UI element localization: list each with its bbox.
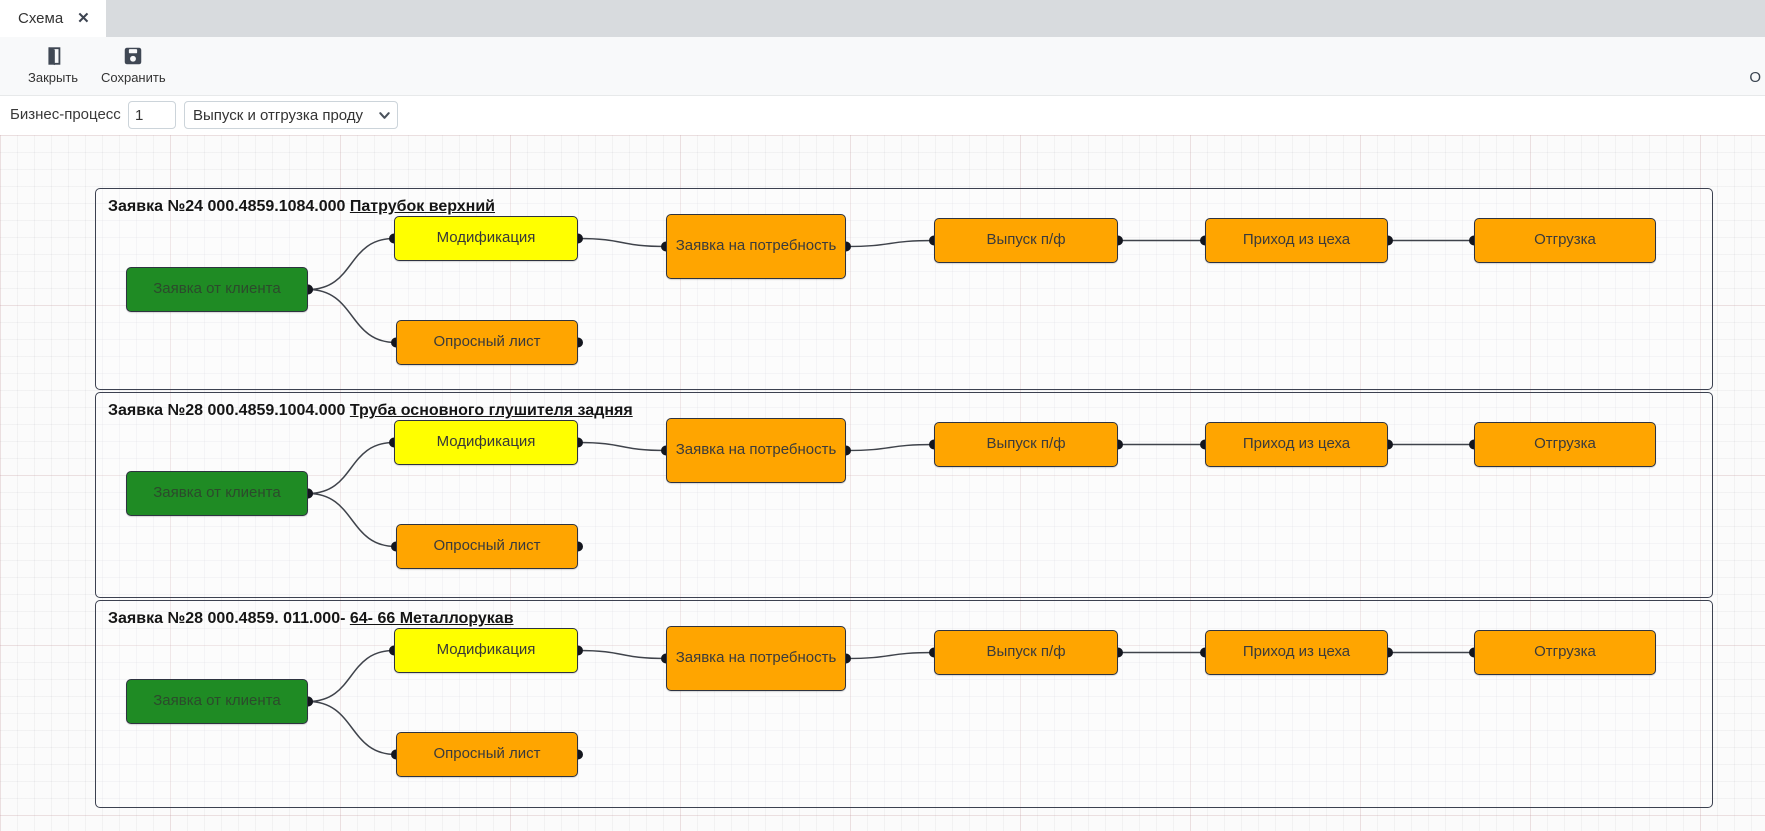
edges-layer — [303, 437, 1479, 552]
group-title: Заявка №28 000.4859. 011.000- 64- 66 Мет… — [108, 610, 514, 628]
node-survey[interactable]: Опросный лист — [396, 732, 578, 777]
edge-connector — [845, 443, 935, 452]
edge-connector — [307, 649, 395, 703]
save-button[interactable]: Сохранить — [95, 43, 172, 87]
save-button-label: Сохранить — [101, 70, 166, 85]
edge-connector — [577, 441, 667, 452]
process-group: Заявка №24 000.4859.1084.000 Патрубок ве… — [95, 188, 1713, 390]
group-title-prefix: Заявка №24 000.4859.1084.000 — [108, 198, 350, 215]
node-client[interactable]: Заявка от клиента — [126, 267, 308, 312]
group-title-prefix: Заявка №28 000.4859. 011.000- — [108, 610, 350, 627]
tab-schema-label: Схема — [18, 10, 64, 27]
node-arrival[interactable]: Приход из цеха — [1205, 422, 1388, 467]
toolbar: Закрыть Сохранить О — [0, 37, 1765, 96]
edge-connector — [577, 649, 667, 660]
node-modification[interactable]: Модификация — [394, 420, 578, 465]
group-title-product: 64- 66 Металлорукав — [349, 610, 514, 627]
group-title-prefix: Заявка №28 000.4859.1004.000 — [108, 402, 350, 419]
process-select-value: Выпуск и отгрузка проду — [193, 106, 364, 124]
node-survey[interactable]: Опросный лист — [396, 320, 578, 365]
node-release[interactable]: Выпуск п/ф — [934, 218, 1118, 263]
door-close-icon — [42, 45, 64, 67]
node-need[interactable]: Заявка на потребность — [666, 214, 846, 279]
edges-layer — [303, 645, 1479, 760]
group-title-product: Патрубок верхний — [349, 198, 496, 215]
node-client[interactable]: Заявка от клиента — [126, 471, 308, 516]
process-group: Заявка №28 000.4859.1004.000 Труба основ… — [95, 392, 1713, 598]
node-release[interactable]: Выпуск п/ф — [934, 630, 1118, 675]
toolbar-right-clipped-text: О — [1749, 69, 1761, 86]
node-release[interactable]: Выпуск п/ф — [934, 422, 1118, 467]
node-modification[interactable]: Модификация — [394, 628, 578, 673]
process-number-input[interactable] — [128, 101, 176, 129]
node-arrival[interactable]: Приход из цеха — [1205, 218, 1388, 263]
tab-schema[interactable]: Схема ✕ — [0, 0, 106, 37]
process-group: Заявка №28 000.4859. 011.000- 64- 66 Мет… — [95, 600, 1713, 808]
node-shipment[interactable]: Отгрузка — [1474, 422, 1656, 467]
tab-strip: Схема ✕ — [0, 0, 1765, 37]
edge-connector — [307, 492, 397, 548]
close-tab-icon[interactable]: ✕ — [77, 10, 90, 27]
close-button[interactable]: Закрыть — [22, 43, 84, 87]
node-need[interactable]: Заявка на потребность — [666, 626, 846, 691]
node-shipment[interactable]: Отгрузка — [1474, 630, 1656, 675]
edge-connector — [307, 441, 395, 495]
node-shipment[interactable]: Отгрузка — [1474, 218, 1656, 263]
node-arrival[interactable]: Приход из цеха — [1205, 630, 1388, 675]
form-bar: Бизнес-процесс Выпуск и отгрузка проду — [0, 96, 1765, 135]
node-survey[interactable]: Опросный лист — [396, 524, 578, 569]
floppy-save-icon — [122, 45, 144, 67]
node-client[interactable]: Заявка от клиента — [126, 679, 308, 724]
process-select[interactable]: Выпуск и отгрузка проду — [184, 101, 398, 129]
group-title-product: Труба основного глушителя задняя — [349, 402, 633, 419]
node-need[interactable]: Заявка на потребность — [666, 418, 846, 483]
chevron-down-icon — [378, 109, 391, 127]
edge-connector — [307, 700, 397, 756]
group-title: Заявка №24 000.4859.1084.000 Патрубок ве… — [108, 198, 495, 216]
edge-connector — [845, 239, 935, 248]
group-title: Заявка №28 000.4859.1004.000 Труба основ… — [108, 402, 633, 420]
close-button-label: Закрыть — [28, 70, 79, 85]
edges-layer — [303, 233, 1479, 348]
edge-connector — [307, 237, 395, 291]
edge-connector — [307, 288, 397, 344]
node-modification[interactable]: Модификация — [394, 216, 578, 261]
edge-connector — [845, 651, 935, 660]
edge-connector — [577, 237, 667, 248]
business-process-label: Бизнес-процесс — [10, 106, 121, 123]
diagram-canvas: Заявка №24 000.4859.1084.000 Патрубок ве… — [0, 135, 1765, 831]
